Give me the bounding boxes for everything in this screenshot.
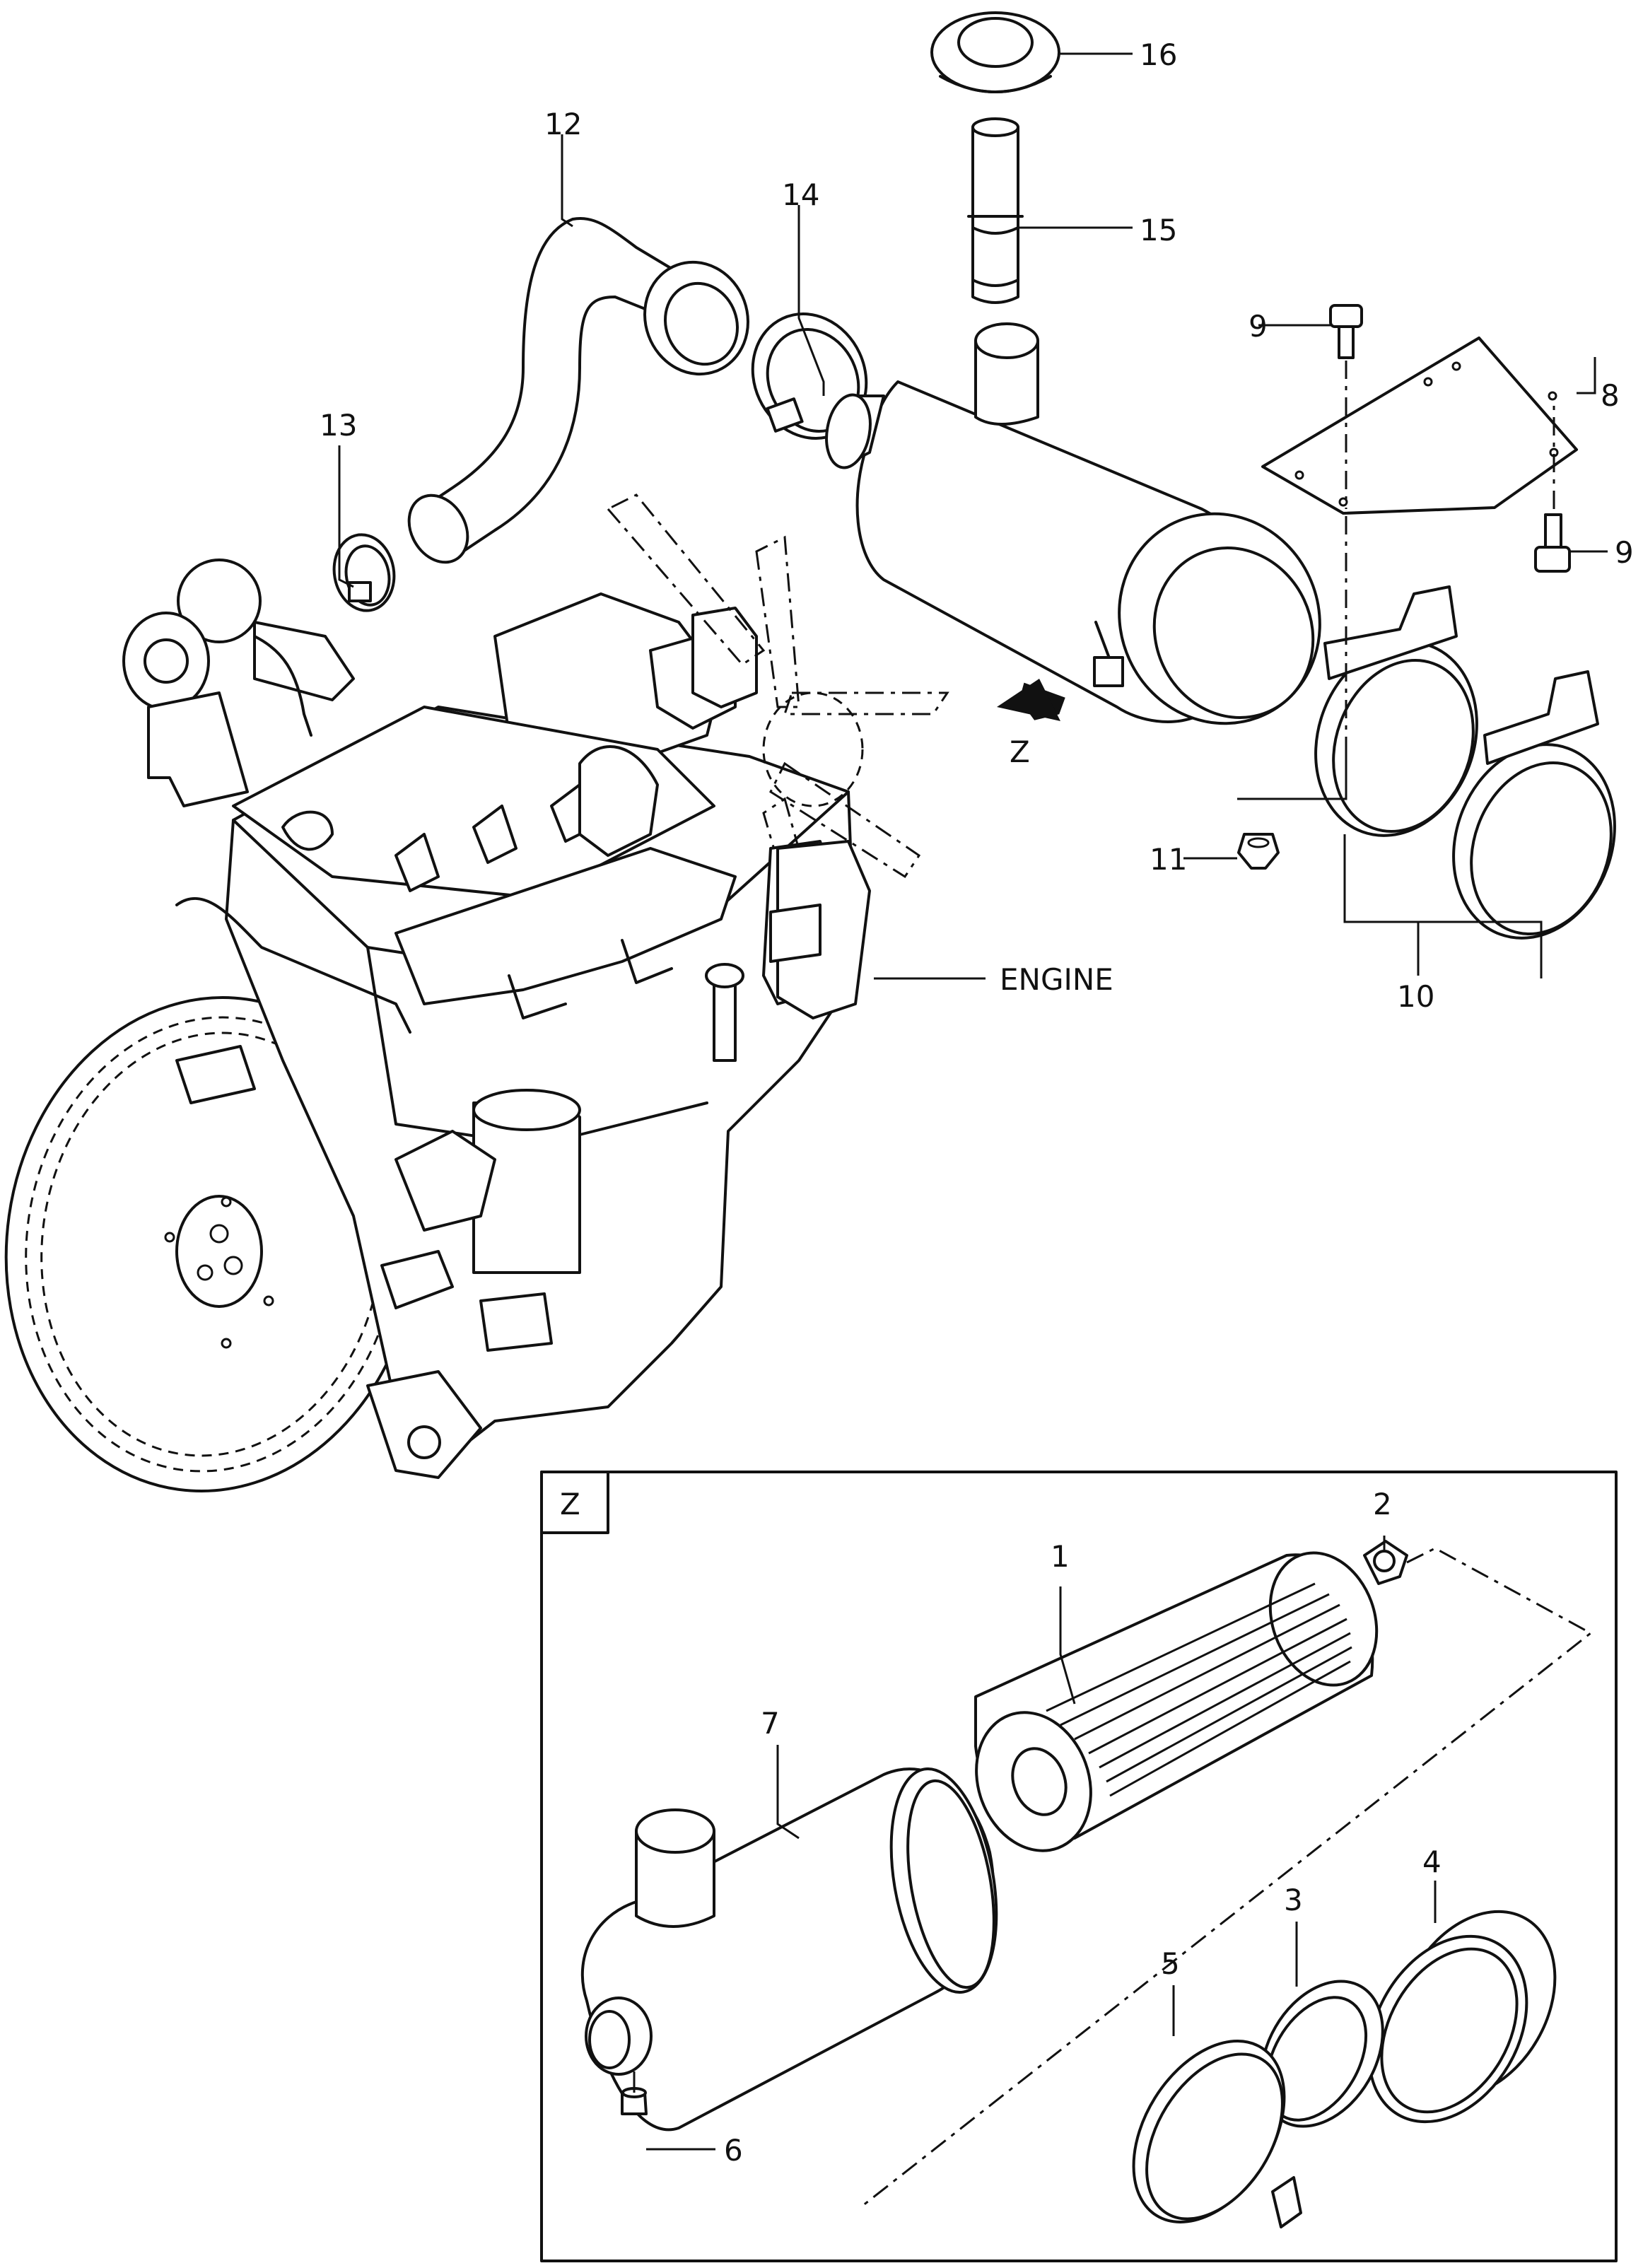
- callout-labels: 16 15 14 12 13 9 8 9 11 10 ENGINE Z Z 2 …: [320, 37, 1634, 2168]
- callout-6: 6: [724, 2133, 743, 2168]
- callout-14: 14: [782, 177, 819, 212]
- callout-9-lower: 9: [1615, 535, 1634, 570]
- bracket-plate-part-8: [1261, 337, 1578, 515]
- hose-part-12: [407, 217, 749, 564]
- callout-12: 12: [544, 107, 582, 141]
- callout-3: 3: [1284, 1883, 1303, 1917]
- detail-box-label: Z: [560, 1487, 580, 1521]
- leader-lines: [338, 52, 1608, 2151]
- cover-part-4: [1367, 1910, 1557, 2124]
- cap-part-16: [930, 11, 1060, 93]
- callout-13: 13: [320, 408, 357, 443]
- engine-block: [4, 493, 949, 1492]
- callout-5: 5: [1161, 1946, 1180, 1981]
- filter-element-part-1: [974, 1551, 1379, 1852]
- clamp-band-part-5: [1132, 2040, 1302, 2228]
- bolt-part-9-upper: [1329, 304, 1363, 509]
- callout-4: 4: [1422, 1845, 1442, 1879]
- detail-box-z: [540, 1471, 1618, 2262]
- callout-15: 15: [1140, 213, 1177, 247]
- callout-10: 10: [1397, 979, 1434, 1014]
- view-marker-z: Z: [1010, 735, 1030, 769]
- band-part-10: [1314, 516, 1616, 940]
- housing-part-7: [580, 1767, 998, 2132]
- callout-2: 2: [1373, 1487, 1392, 1521]
- callout-1: 1: [1051, 1539, 1070, 1574]
- seal-ring-part-3: [1260, 1980, 1384, 2128]
- callout-11: 11: [1150, 842, 1187, 877]
- clamp-part-13: [332, 533, 396, 612]
- wing-nut-part-2: [1363, 1540, 1408, 1585]
- bolt-part-9-lower: [1534, 400, 1571, 573]
- callout-8: 8: [1601, 378, 1620, 413]
- callout-9-upper: 9: [1249, 309, 1268, 344]
- air-cleaner-assembly: [825, 322, 1321, 725]
- callout-7: 7: [761, 1706, 780, 1741]
- callout-16: 16: [1140, 37, 1177, 72]
- nut-part-11: [1237, 833, 1280, 870]
- tube-part-15: [967, 117, 1024, 304]
- callout-engine: ENGINE: [1000, 962, 1113, 997]
- view-arrow-z: [997, 679, 1065, 721]
